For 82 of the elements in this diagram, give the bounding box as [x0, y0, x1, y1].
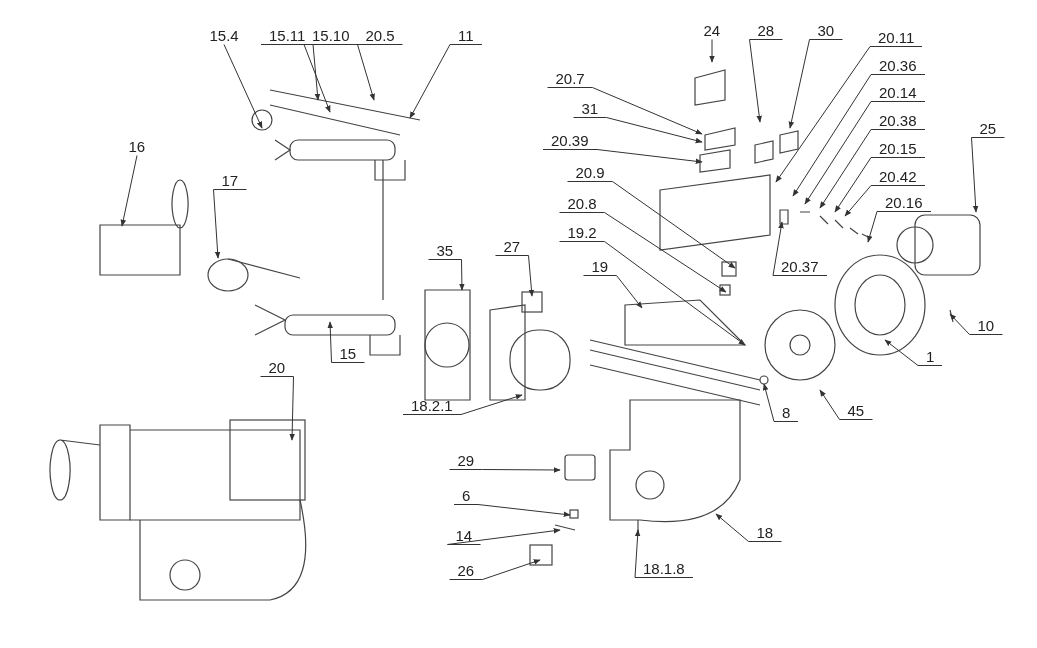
- leader-line: [775, 46, 923, 183]
- leader-line: [834, 157, 926, 213]
- callout-number: 15.4: [209, 26, 239, 44]
- callout-number: 28: [757, 21, 775, 39]
- leader-line: [449, 559, 541, 580]
- leader-line: [884, 339, 943, 366]
- callout-number: 20.9: [575, 163, 605, 181]
- leader-line: [567, 181, 736, 269]
- callout-number: 17: [221, 171, 239, 189]
- leader-line: [260, 376, 295, 441]
- leader-line: [715, 513, 782, 542]
- leader-line: [213, 189, 247, 259]
- callout-number: 18.1.8: [643, 559, 685, 577]
- leader-line: [844, 185, 926, 217]
- leader-line: [762, 383, 799, 422]
- callout-number: 20.16: [885, 193, 923, 211]
- leader-line: [559, 241, 746, 346]
- callout-number: 20.42: [879, 167, 917, 185]
- leader-line: [409, 44, 483, 119]
- callout-number: 20.11: [878, 28, 915, 46]
- leader-line: [547, 87, 703, 135]
- callout-number: 14: [455, 526, 473, 544]
- callout-number: 6: [462, 486, 471, 504]
- callout-number: 24: [703, 21, 721, 39]
- leader-line: [772, 221, 828, 276]
- leader-line: [971, 137, 1005, 213]
- leader-line: [804, 101, 926, 205]
- leader-line: [634, 529, 694, 578]
- leader-line: [709, 39, 715, 63]
- callout-number: 29: [457, 451, 475, 469]
- callout-number: 8: [782, 403, 791, 421]
- callout-number: 10: [977, 316, 995, 334]
- callout-number: 26: [457, 561, 475, 579]
- callout-number: 25: [979, 119, 997, 137]
- leader-line: [223, 44, 263, 129]
- callout-number: 20.39: [551, 131, 589, 149]
- leader-line: [819, 389, 873, 420]
- callout-number: 35: [436, 241, 454, 259]
- callout-number: 1: [926, 347, 935, 365]
- callout-number: 16: [128, 137, 146, 155]
- callout-number: 18.2.1: [411, 396, 453, 414]
- callout-number: 11: [458, 26, 474, 44]
- callout-number: 19.2: [567, 223, 597, 241]
- callout-number: 30: [817, 21, 835, 39]
- leader-line: [495, 255, 535, 297]
- callout-number: 20.38: [879, 111, 917, 129]
- callout-number: 18: [756, 523, 774, 541]
- leader-line: [819, 129, 926, 209]
- callout-number: 20.15: [879, 139, 917, 157]
- callout-number: 20.36: [879, 56, 917, 74]
- callout-number: 27: [503, 237, 521, 255]
- callout-number: 20.8: [567, 194, 597, 212]
- leader-line: [559, 212, 727, 293]
- callout-number: 20.14: [879, 83, 917, 101]
- callout-number: 45: [847, 401, 865, 419]
- leader-line: [453, 504, 571, 518]
- leader-line: [120, 155, 138, 227]
- leader-line: [583, 275, 643, 309]
- leader-line: [788, 39, 843, 129]
- leader-line: [402, 394, 523, 415]
- callout-number: 20.7: [555, 69, 585, 87]
- leader-line: [949, 313, 1003, 335]
- leader-line: [542, 149, 703, 165]
- leader-line: [303, 44, 359, 113]
- leader-line: [749, 39, 783, 123]
- callout-number: 20.37: [781, 257, 819, 275]
- callout-number: 15: [339, 344, 357, 362]
- callout-number: 31: [581, 99, 599, 117]
- leader-line: [449, 467, 561, 473]
- callout-number: 15.10: [312, 26, 350, 44]
- leader-line: [792, 74, 926, 197]
- callout-number: 20.5: [365, 26, 395, 44]
- leader-line: [428, 259, 465, 291]
- leader-line: [260, 44, 321, 101]
- leader-line: [867, 211, 932, 243]
- leader-line: [357, 44, 403, 101]
- leader-line: [447, 528, 561, 545]
- callout-number: 19: [591, 257, 609, 275]
- callout-number: 15.11: [269, 26, 306, 44]
- callout-number: 20: [268, 358, 286, 376]
- leader-line: [327, 321, 365, 363]
- leader-line: [573, 117, 703, 144]
